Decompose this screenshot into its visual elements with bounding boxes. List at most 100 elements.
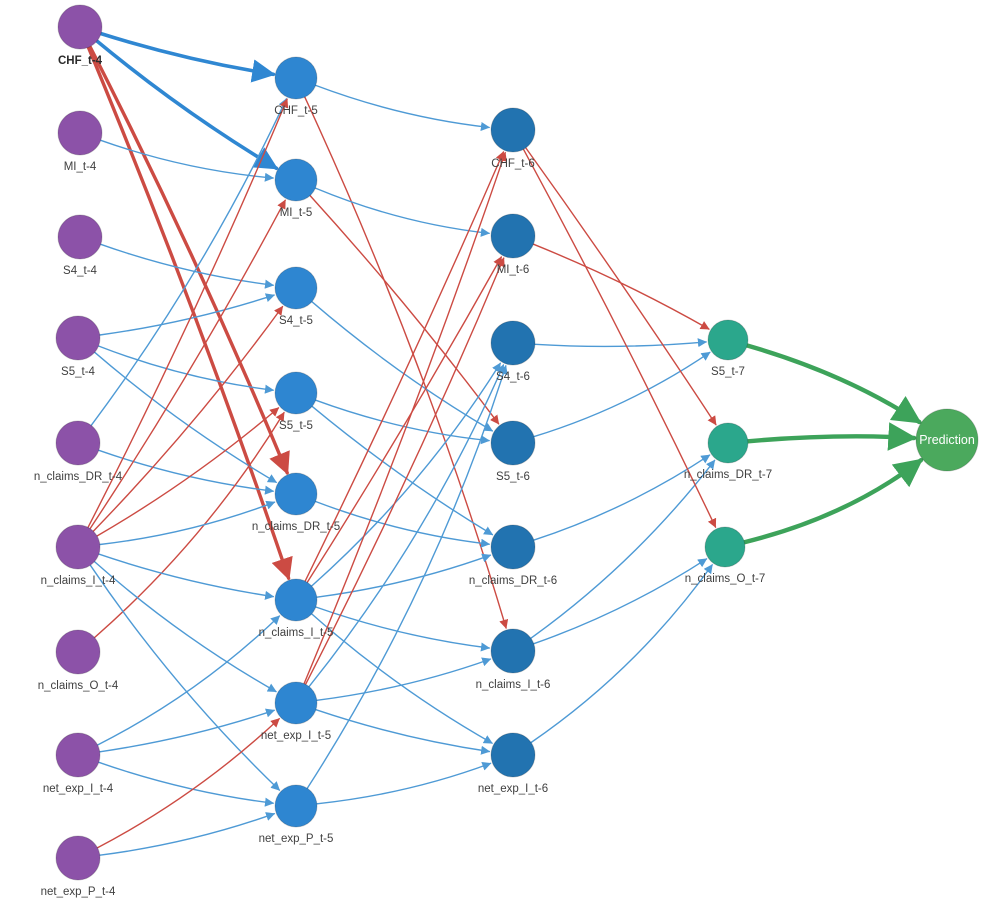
edge-CHF_t-5-to-n_claims_I_t-6 <box>304 96 509 629</box>
edge-n_claims_I_t-5-to-n_claims_I_t-6 <box>315 606 491 652</box>
edge-n_claims_O_t-7-to-Prediction <box>742 458 924 545</box>
edge-n_claims_I_t-6-to-n_claims_DR_t-7 <box>530 459 716 639</box>
edge-n_claims_DR_t-4-to-n_claims_DR_t-5 <box>98 449 275 495</box>
edge-CHF_t-6-to-n_claims_DR_t-7 <box>525 147 717 426</box>
edge-MI_t-5-to-S5_t-6 <box>309 194 500 425</box>
node-label-S5_t-5: S5_t-5 <box>279 420 313 432</box>
edge-CHF_t-5-to-CHF_t-6 <box>315 84 491 132</box>
edge-net_exp_P_t-4-to-net_exp_I_t-5 <box>96 718 280 849</box>
node-label-net_exp_I_t-4: net_exp_I_t-4 <box>43 783 114 795</box>
node-label-net_exp_P_t-4: net_exp_P_t-4 <box>41 886 116 898</box>
edge-net_exp_I_t-4-to-net_exp_P_t-5 <box>98 761 275 807</box>
edge-S5_t-4-to-S4_t-5 <box>99 293 275 336</box>
node-S4_t-6[interactable] <box>490 320 536 366</box>
edge-S4_t-4-to-S4_t-5 <box>100 243 275 289</box>
node-label-S4_t-6: S4_t-6 <box>496 371 530 383</box>
node-n_claims_DR_t-7[interactable] <box>707 422 749 464</box>
node-label-MI_t-6: MI_t-6 <box>497 264 530 276</box>
node-net_exp_I_t-4[interactable] <box>55 732 101 778</box>
node-net_exp_P_t-4[interactable] <box>55 835 101 881</box>
node-label-n_claims_O_t-4: n_claims_O_t-4 <box>38 680 119 692</box>
edge-S5_t-7-to-Prediction <box>745 343 922 425</box>
node-label-n_claims_DR_t-5: n_claims_DR_t-5 <box>252 521 340 533</box>
node-CHF_t-5[interactable] <box>274 56 318 100</box>
node-label-S5_t-6: S5_t-6 <box>496 471 530 483</box>
node-Prediction[interactable] <box>915 408 979 472</box>
edge-n_claims_DR_t-5-to-n_claims_DR_t-6 <box>314 500 491 548</box>
node-label-MI_t-4: MI_t-4 <box>64 161 97 173</box>
edge-n_claims_I_t-6-to-n_claims_O_t-7 <box>533 558 708 645</box>
node-label-net_exp_P_t-5: net_exp_P_t-5 <box>259 833 334 845</box>
node-MI_t-6[interactable] <box>490 213 536 259</box>
node-net_exp_P_t-5[interactable] <box>274 784 318 828</box>
node-MI_t-5[interactable] <box>274 158 318 202</box>
edge-n_claims_I_t-5-to-MI_t-6 <box>306 256 502 583</box>
node-label-S5_t-7: S5_t-7 <box>711 366 745 378</box>
edge-S5_t-4-to-S5_t-5 <box>97 345 275 394</box>
edge-n_claims_I_t-5-to-net_exp_I_t-6 <box>311 613 493 744</box>
edge-MI_t-5-to-MI_t-6 <box>314 187 491 237</box>
node-n_claims_I_t-5[interactable] <box>274 578 318 622</box>
node-net_exp_I_t-6[interactable] <box>490 732 536 778</box>
node-label-S4_t-4: S4_t-4 <box>63 265 97 277</box>
edge-S5_t-5-to-S5_t-6 <box>315 399 491 445</box>
node-label-n_claims_I_t-6: n_claims_I_t-6 <box>476 679 551 691</box>
node-label-CHF_t-6: CHF_t-6 <box>491 158 534 170</box>
node-n_claims_O_t-7[interactable] <box>704 526 746 568</box>
node-label-n_claims_O_t-7: n_claims_O_t-7 <box>685 573 766 585</box>
node-CHF_t-6[interactable] <box>490 107 536 153</box>
node-n_claims_DR_t-5[interactable] <box>274 472 318 516</box>
node-label-S4_t-5: S4_t-5 <box>279 315 313 327</box>
edge-CHF_t-6-to-n_claims_O_t-7 <box>522 148 717 528</box>
node-CHF_t-4[interactable] <box>57 4 103 50</box>
edge-net_exp_I_t-5-to-S4_t-6 <box>308 364 505 688</box>
edge-CHF_t-4-to-MI_t-5 <box>95 39 279 170</box>
node-n_claims_I_t-6[interactable] <box>490 628 536 674</box>
edge-n_claims_I_t-4-to-CHF_t-5 <box>87 98 289 529</box>
edge-n_claims_I_t-4-to-n_claims_DR_t-5 <box>99 500 276 546</box>
edge-net_exp_I_t-5-to-CHF_t-6 <box>303 151 507 685</box>
node-S4_t-4[interactable] <box>57 214 103 260</box>
node-S5_t-5[interactable] <box>274 371 318 415</box>
node-label-n_claims_I_t-5: n_claims_I_t-5 <box>259 627 334 639</box>
edge-MI_t-6-to-S5_t-7 <box>532 243 710 330</box>
node-label-n_claims_DR_t-7: n_claims_DR_t-7 <box>684 469 772 481</box>
edge-CHF_t-4-to-n_claims_I_t-5 <box>86 45 293 581</box>
node-label-Prediction: Prediction <box>919 433 975 447</box>
node-S5_t-4[interactable] <box>55 315 101 361</box>
edge-n_claims_DR_t-7-to-Prediction <box>745 422 917 451</box>
edge-MI_t-4-to-MI_t-5 <box>100 139 275 182</box>
edge-CHF_t-4-to-CHF_t-5 <box>99 31 276 83</box>
edge-n_claims_I_t-4-to-MI_t-5 <box>89 199 286 530</box>
edge-net_exp_I_t-5-to-MI_t-6 <box>304 257 505 685</box>
node-n_claims_DR_t-6[interactable] <box>490 524 536 570</box>
edge-net_exp_I_t-5-to-net_exp_I_t-6 <box>315 709 491 755</box>
node-net_exp_I_t-5[interactable] <box>274 681 318 725</box>
node-label-MI_t-5: MI_t-5 <box>280 207 313 219</box>
edge-S5_t-6-to-S5_t-7 <box>533 351 711 438</box>
node-label-CHF_t-4: CHF_t-4 <box>58 55 103 67</box>
edge-n_claims_I_t-5-to-CHF_t-6 <box>304 151 505 582</box>
edge-S5_t-5-to-n_claims_DR_t-6 <box>311 405 494 536</box>
node-S5_t-6[interactable] <box>490 420 536 466</box>
edge-n_claims_I_t-4-to-n_claims_I_t-5 <box>98 553 275 600</box>
node-n_claims_DR_t-4[interactable] <box>55 420 101 466</box>
edge-net_exp_I_t-5-to-n_claims_I_t-6 <box>316 657 492 701</box>
node-n_claims_O_t-4[interactable] <box>55 629 101 675</box>
edge-n_claims_I_t-4-to-S5_t-5 <box>96 407 280 537</box>
edge-CHF_t-4-to-n_claims_DR_t-5 <box>88 44 290 475</box>
node-S5_t-7[interactable] <box>707 319 749 361</box>
edge-net_exp_P_t-4-to-net_exp_P_t-5 <box>99 812 276 856</box>
edge-net_exp_P_t-5-to-net_exp_I_t-6 <box>316 761 492 805</box>
node-MI_t-4[interactable] <box>57 110 103 156</box>
edge-net_exp_I_t-4-to-n_claims_I_t-5 <box>96 615 281 746</box>
edge-n_claims_I_t-4-to-S4_t-5 <box>92 305 284 532</box>
edge-n_claims_DR_t-6-to-n_claims_DR_t-7 <box>533 454 711 541</box>
node-n_claims_I_t-4[interactable] <box>55 524 101 570</box>
edge-S5_t-4-to-n_claims_DR_t-5 <box>94 351 277 483</box>
node-S4_t-5[interactable] <box>274 266 318 310</box>
node-label-n_claims_DR_t-6: n_claims_DR_t-6 <box>469 575 557 587</box>
edge-n_claims_I_t-4-to-net_exp_I_t-5 <box>93 560 277 693</box>
